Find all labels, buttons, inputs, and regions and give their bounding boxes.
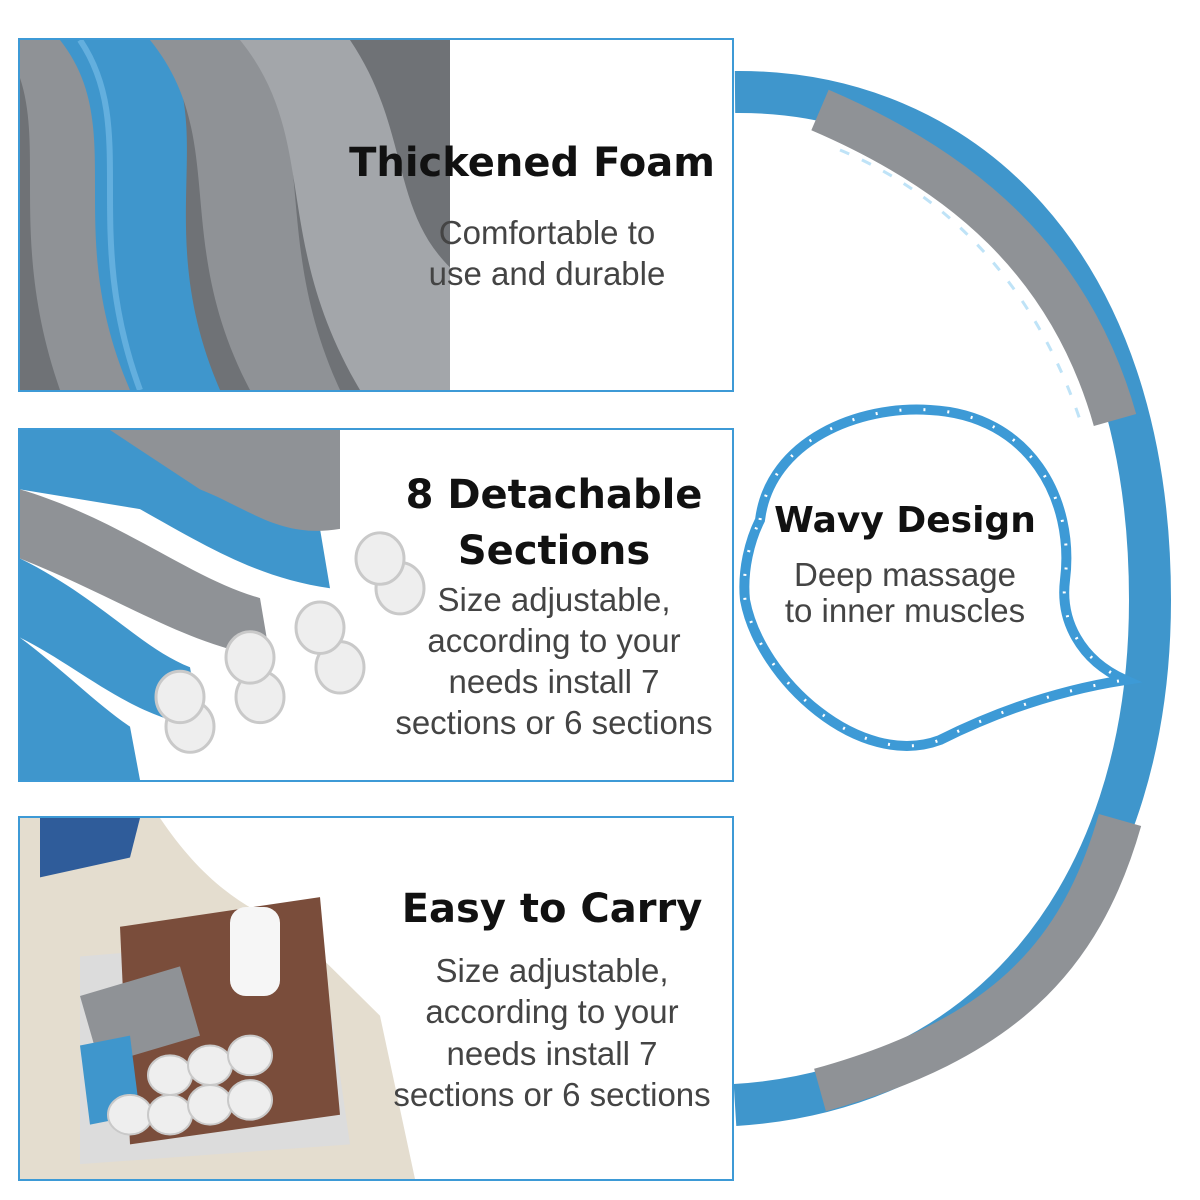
callout-title: Wavy Design — [774, 500, 1036, 541]
feature-desc-line: needs install 7 — [446, 1034, 658, 1072]
feature-desc-line: sections or 6 sections — [393, 1075, 711, 1113]
feature-desc-line: according to your — [427, 621, 681, 659]
feature-title-line: 8 Detachable — [405, 471, 703, 518]
feature-desc-line: use and durable — [428, 255, 666, 292]
carry-bag-photo — [20, 818, 415, 1179]
feature-text: Easy to Carry Size adjustable, according… — [372, 818, 732, 1179]
feature-title: Thickened Foam — [349, 139, 715, 186]
callout-desc-line: to inner muscles — [784, 592, 1026, 630]
feature-desc-line: sections or 6 sections — [395, 704, 713, 742]
feature-desc-line: Size adjustable, — [435, 952, 669, 989]
feature-title-line: Sections — [457, 527, 651, 574]
feature-title: Easy to Carry — [401, 886, 703, 932]
wavy-design-callout: Wavy Design Deep massage to inner muscle… — [750, 500, 1060, 630]
feature-card-easy-to-carry: Easy to Carry Size adjustable, according… — [18, 816, 734, 1181]
feature-desc-line: Size adjustable, — [437, 580, 671, 618]
feature-desc-line: Comfortable to — [438, 213, 656, 251]
detachable-sections-photo — [20, 430, 440, 780]
feature-text: 8 Detachable Sections Size adjustable, a… — [376, 430, 732, 780]
foam-tubes-photo — [20, 40, 450, 390]
feature-desc-line: needs install 7 — [448, 663, 660, 700]
feature-text: Thickened Foam Comfortable to use and du… — [332, 40, 732, 390]
feature-card-thickened-foam: Thickened Foam Comfortable to use and du… — [18, 38, 734, 392]
callout-desc-line: Deep massage — [794, 556, 1016, 593]
feature-card-detachable-sections: 8 Detachable Sections Size adjustable, a… — [18, 428, 734, 782]
feature-desc-line: according to your — [425, 993, 679, 1031]
